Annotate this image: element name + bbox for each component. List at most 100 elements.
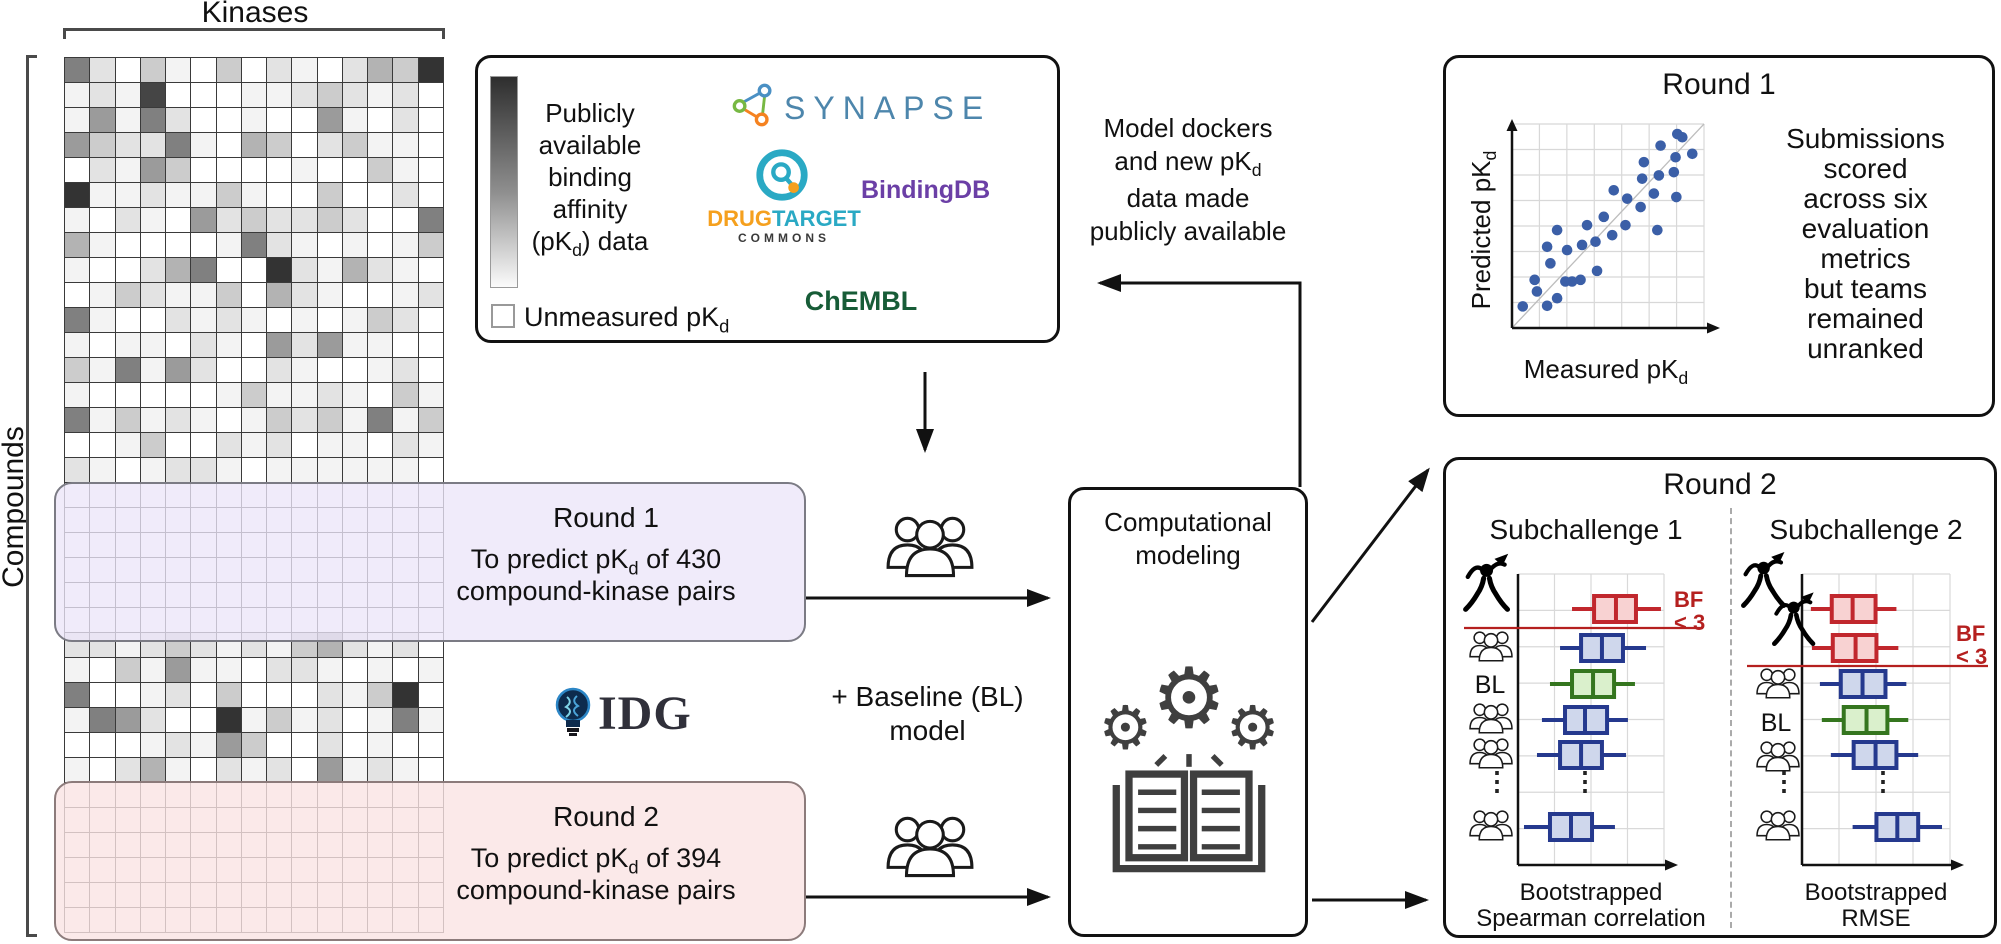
heatmap-cell xyxy=(368,83,393,107)
heatmap-cell xyxy=(267,708,292,732)
heatmap-cell xyxy=(317,83,342,107)
heatmap-cell xyxy=(317,233,342,257)
heatmap-cell xyxy=(216,383,241,407)
heatmap-cell xyxy=(166,758,191,782)
heatmap-cell xyxy=(216,758,241,782)
heatmap-cell xyxy=(90,183,115,207)
heatmap-cell xyxy=(65,408,90,432)
heatmap-cell xyxy=(216,233,241,257)
scatter-xlabel: Measured pKd xyxy=(1523,354,1689,389)
heatmap-cell xyxy=(267,408,292,432)
heatmap-cell xyxy=(418,408,443,432)
heatmap-cell xyxy=(65,683,90,707)
compounds-bracket xyxy=(26,55,37,937)
heatmap-cell xyxy=(90,308,115,332)
heatmap-cell xyxy=(393,408,418,432)
heatmap-cell xyxy=(241,383,267,407)
heatmap-cell xyxy=(65,283,90,307)
heatmap-cell xyxy=(342,408,368,432)
heatmap-cell xyxy=(65,133,90,157)
heatmap-cell xyxy=(418,108,443,132)
heatmap-cell xyxy=(418,458,443,482)
heatmap-cell xyxy=(317,133,342,157)
heatmap-cell xyxy=(418,333,443,357)
heatmap-cell xyxy=(90,408,115,432)
baseline-model-note: + Baseline (BL) model xyxy=(831,681,1024,746)
scatter-ylabel: Predicted pKd xyxy=(1466,150,1501,310)
round2-task-line1: To predict pKd of 394 xyxy=(470,843,722,878)
heatmap-cell xyxy=(191,183,216,207)
heatmap-cell xyxy=(166,458,191,482)
heatmap-cell xyxy=(166,83,191,107)
heatmap-cell xyxy=(241,308,267,332)
heatmap-cell xyxy=(393,308,418,332)
heatmap-cell xyxy=(166,433,191,457)
heatmap-cell xyxy=(267,258,292,282)
heatmap-cell xyxy=(191,283,216,307)
heatmap-cell xyxy=(292,308,317,332)
heatmap-cell xyxy=(292,83,317,107)
team-icon xyxy=(1755,666,1801,703)
heatmap-cell xyxy=(393,383,418,407)
arrow-modeling-to-round1 xyxy=(1310,467,1430,623)
heatmap-cell xyxy=(90,333,115,357)
heatmap-cell xyxy=(166,258,191,282)
svg-text:⚙: ⚙ xyxy=(1226,694,1280,764)
heatmap-cell xyxy=(191,208,216,232)
heatmap-cell xyxy=(140,183,166,207)
heatmap-cell xyxy=(267,183,292,207)
data-sources-box: Publicly available binding affinity (pKd… xyxy=(475,55,1060,343)
subchallenge1-boxplot-chart xyxy=(1464,573,1703,871)
heatmap-cell xyxy=(115,658,140,682)
heatmap-cell xyxy=(292,458,317,482)
heatmap-cell xyxy=(292,233,317,257)
heatmap-cell xyxy=(216,58,241,82)
heatmap-cell xyxy=(393,58,418,82)
drugtarget-commons-wordmark: COMMONS xyxy=(738,231,830,245)
heatmap-cell xyxy=(65,358,90,382)
heatmap-cell xyxy=(166,383,191,407)
heatmap-cell xyxy=(267,758,292,782)
heatmap-cell xyxy=(216,308,241,332)
heatmap-cell xyxy=(342,708,368,732)
heatmap-cell xyxy=(393,658,418,682)
heatmap-cell xyxy=(216,358,241,382)
heatmap-cell xyxy=(393,358,418,382)
heatmap-cell xyxy=(140,358,166,382)
round2-task-line2: compound-kinase pairs xyxy=(456,875,736,905)
heatmap-cell xyxy=(393,733,418,757)
heatmap-cell xyxy=(393,233,418,257)
heatmap-cell xyxy=(418,358,443,382)
round1-results-box: Round 1 Predicted pKd Measured pKd Submi… xyxy=(1443,55,1995,417)
heatmap-cell xyxy=(140,133,166,157)
heatmap-cell xyxy=(317,433,342,457)
heatmap-cell xyxy=(393,333,418,357)
heatmap-cell xyxy=(393,758,418,782)
heatmap-cell xyxy=(342,333,368,357)
svg-text:⚙: ⚙ xyxy=(1098,694,1152,764)
heatmap-cell xyxy=(368,158,393,182)
heatmap-cell xyxy=(166,108,191,132)
heatmap-cell xyxy=(191,83,216,107)
heatmap-cell xyxy=(216,683,241,707)
heatmap-cell xyxy=(368,283,393,307)
heatmap-cell xyxy=(241,408,267,432)
heatmap-cell xyxy=(65,158,90,182)
heatmap-cell xyxy=(90,158,115,182)
heatmap-cell xyxy=(216,108,241,132)
heatmap-cell xyxy=(166,308,191,332)
heatmap-cell xyxy=(292,208,317,232)
bayes-factor-label: BF< 3 xyxy=(1674,587,1706,636)
heatmap-cell xyxy=(267,108,292,132)
heatmap-cell xyxy=(418,183,443,207)
heatmap-cell xyxy=(292,358,317,382)
heatmap-cell xyxy=(65,458,90,482)
heatmap-cell xyxy=(191,333,216,357)
heatmap-cell xyxy=(342,308,368,332)
heatmap-cell xyxy=(191,383,216,407)
heatmap-cell xyxy=(166,408,191,432)
heatmap-cell xyxy=(90,758,115,782)
heatmap-cell xyxy=(342,683,368,707)
idg-logo: IDG xyxy=(552,684,692,742)
heatmap-cell xyxy=(90,208,115,232)
